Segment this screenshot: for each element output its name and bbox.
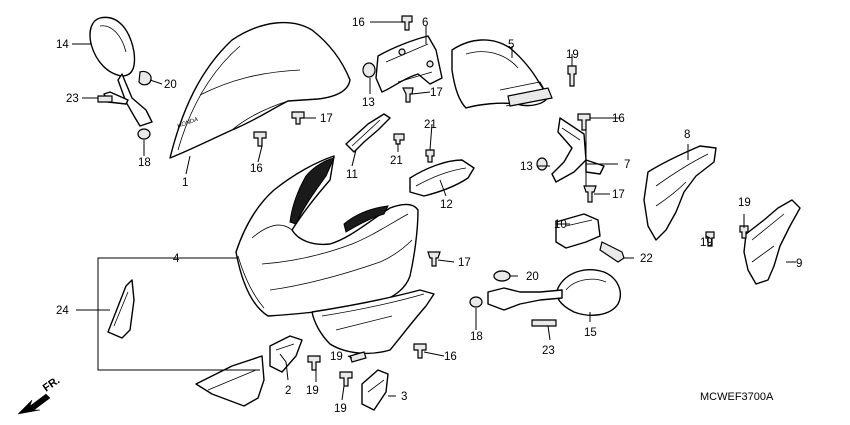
diagram-code: MCWEF3700A xyxy=(700,391,774,403)
callout-20-left[interactable]: 20 xyxy=(164,79,177,91)
inner-panel-part[interactable] xyxy=(107,279,135,339)
callout-23-left[interactable]: 23 xyxy=(66,93,79,105)
callout-16-lower[interactable]: 16 xyxy=(444,351,457,363)
callout-18-right[interactable]: 18 xyxy=(470,331,483,343)
screw-19a xyxy=(567,65,577,87)
callout-7[interactable]: 7 xyxy=(624,159,630,171)
side-cover-right-part[interactable] xyxy=(643,145,717,241)
callout-1[interactable]: 1 xyxy=(182,177,188,189)
grommet-20b xyxy=(493,270,511,282)
leader-lines xyxy=(72,21,796,401)
callout-17-center[interactable]: 17 xyxy=(458,257,471,269)
upper-stay-part[interactable] xyxy=(375,35,443,93)
mirror-bracket-part[interactable] xyxy=(555,213,601,249)
lower-cover-part[interactable] xyxy=(195,355,265,407)
forward-label: FR. xyxy=(41,374,62,394)
callout-13-upper[interactable]: 13 xyxy=(362,97,375,109)
callout-17-top[interactable]: 17 xyxy=(430,87,443,99)
callout-19-side-9[interactable]: 19 xyxy=(738,197,751,209)
callout-2[interactable]: 2 xyxy=(285,385,291,397)
screw-21a xyxy=(393,133,405,145)
inner-cover-part[interactable] xyxy=(451,39,553,109)
arrow-icon xyxy=(17,393,51,415)
callout-13-lower[interactable]: 13 xyxy=(520,161,533,173)
callout-15[interactable]: 15 xyxy=(584,327,597,339)
screw-16b xyxy=(577,113,591,131)
callout-20-right[interactable]: 20 xyxy=(526,271,539,283)
screw-16d xyxy=(253,131,267,147)
screw-17a xyxy=(402,87,414,103)
callout-19-side-8[interactable]: 19 xyxy=(700,237,713,249)
callout-labels: 1 2 3 4 5 6 7 8 9 10 11 12 13 13 14 15 1… xyxy=(56,17,802,415)
screw-19b xyxy=(705,231,715,247)
screw-21b xyxy=(425,149,435,163)
meter-bracket-part[interactable] xyxy=(551,117,605,183)
bolt-23b xyxy=(531,319,557,327)
screw-19d xyxy=(307,355,321,371)
screw-17d xyxy=(291,111,305,125)
nut-13b xyxy=(536,157,548,171)
callout-22[interactable]: 22 xyxy=(640,253,653,265)
screw-17b xyxy=(583,185,597,203)
bolt-23a xyxy=(97,95,113,103)
callout-12[interactable]: 12 xyxy=(440,199,453,211)
callout-14[interactable]: 14 xyxy=(56,39,69,51)
callout-17-right[interactable]: 17 xyxy=(612,189,625,201)
callout-10[interactable]: 10 xyxy=(554,219,567,231)
forward-arrow: FR. xyxy=(17,374,62,415)
callout-18-left[interactable]: 18 xyxy=(138,157,151,169)
callout-19-lower-a[interactable]: 19 xyxy=(330,351,343,363)
callout-16-right[interactable]: 16 xyxy=(612,113,625,125)
meter-cover-part[interactable] xyxy=(409,159,475,197)
screw-16c xyxy=(413,343,427,359)
small-cover-3-part[interactable] xyxy=(361,369,389,411)
callout-24[interactable]: 24 xyxy=(56,305,69,317)
callout-19-lower-c[interactable]: 19 xyxy=(334,403,347,415)
mirror-right-part[interactable] xyxy=(469,269,622,316)
callout-6[interactable]: 6 xyxy=(422,17,428,29)
callout-16-top[interactable]: 16 xyxy=(352,17,365,29)
upper-cowl-part[interactable] xyxy=(235,155,435,355)
screw-19c xyxy=(739,225,749,239)
bolt-22 xyxy=(599,241,625,263)
screw-19e xyxy=(349,351,367,363)
screw-19f xyxy=(339,371,353,387)
callout-5[interactable]: 5 xyxy=(508,39,514,51)
callout-8[interactable]: 8 xyxy=(684,129,690,141)
grommet-13a xyxy=(362,62,376,78)
inner-stay-part[interactable] xyxy=(345,113,391,153)
callout-19-lower-b[interactable]: 19 xyxy=(306,385,319,397)
callout-23-right[interactable]: 23 xyxy=(542,345,555,357)
callout-3[interactable]: 3 xyxy=(401,391,407,403)
callout-21-upper[interactable]: 21 xyxy=(424,119,437,131)
callout-4[interactable]: 4 xyxy=(173,253,180,265)
screw-16a xyxy=(401,15,413,31)
mirror-left-part[interactable] xyxy=(89,16,153,140)
callout-19-top[interactable]: 19 xyxy=(566,49,579,61)
callout-11[interactable]: 11 xyxy=(346,169,358,181)
side-cover-left-part[interactable] xyxy=(743,199,801,285)
windscreen-part[interactable]: HONDA xyxy=(169,21,351,159)
small-cover-2-part[interactable] xyxy=(269,335,303,373)
callout-21-lower[interactable]: 21 xyxy=(390,155,403,167)
callout-16-left[interactable]: 16 xyxy=(250,163,263,175)
callout-17-windscreen[interactable]: 17 xyxy=(320,113,333,125)
screw-17c xyxy=(427,251,441,267)
callout-9[interactable]: 9 xyxy=(796,258,802,270)
